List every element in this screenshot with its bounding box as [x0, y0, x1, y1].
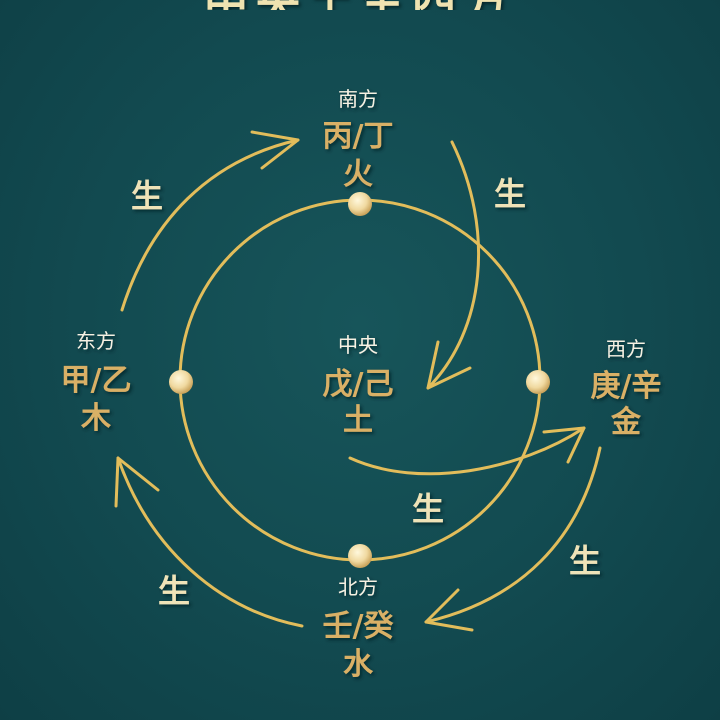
dot-top [348, 192, 372, 216]
label-sheng-north-east: 生 [158, 572, 190, 610]
dot-right [526, 370, 550, 394]
node-east: 东方 甲/乙 木 [61, 329, 132, 436]
north-element: 水 [343, 647, 374, 682]
label-sheng-south-center: 生 [494, 175, 526, 213]
arrow-center-to-west [348, 426, 586, 476]
arrowhead-south-to-center [426, 340, 472, 390]
arrow-south-to-center [426, 140, 481, 390]
west-direction: 西方 [606, 337, 646, 361]
arrow-east-to-south [120, 138, 300, 312]
west-stems: 庚/辛 [591, 369, 662, 404]
arrowhead-center-to-west [542, 426, 586, 464]
node-center: 中央 戊/己 土 [323, 333, 394, 438]
east-stems: 甲/乙 [61, 363, 132, 398]
label-sheng-west-north: 生 [569, 542, 601, 580]
east-direction: 东方 [76, 329, 116, 353]
east-element: 木 [80, 401, 111, 436]
center-element: 土 [343, 403, 373, 438]
node-south: 南方 丙/丁 火 [323, 87, 394, 192]
center-stems: 戊/己 [323, 367, 394, 402]
center-direction: 中央 [338, 333, 378, 357]
dot-bottom [348, 544, 372, 568]
south-element: 火 [343, 157, 373, 192]
arrowhead-north-to-east [114, 456, 160, 508]
dot-left [169, 370, 193, 394]
south-stems: 丙/丁 [323, 119, 394, 154]
label-sheng-center-west: 生 [412, 490, 444, 528]
north-direction: 北方 [338, 575, 378, 599]
arrowhead-east-to-south [250, 130, 300, 170]
page-title: 中央土生四方 [0, 0, 720, 10]
arrow-west-to-north [424, 446, 602, 624]
south-direction: 南方 [338, 87, 378, 111]
west-element: 金 [610, 405, 642, 440]
arrow-north-to-east [116, 456, 304, 628]
arrowhead-west-to-north [424, 588, 474, 632]
node-north: 北方 壬/癸 水 [323, 575, 395, 682]
label-sheng-east-south: 生 [131, 177, 163, 215]
node-west: 西方 庚/辛 金 [591, 337, 662, 440]
north-stems: 壬/癸 [323, 609, 395, 644]
